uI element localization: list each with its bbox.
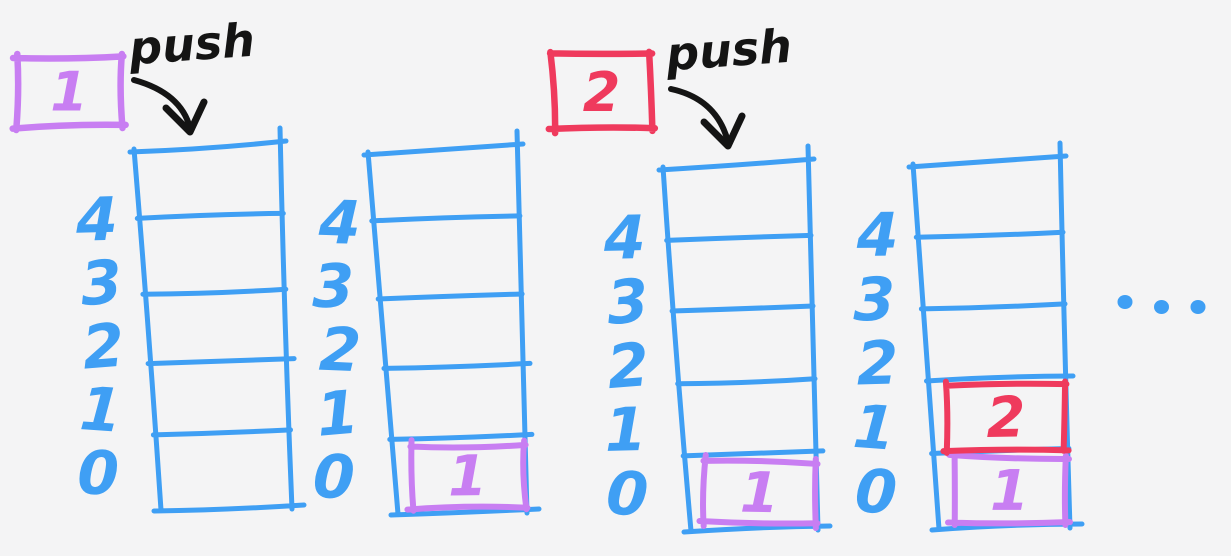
stack-row-dividers xyxy=(913,229,1076,456)
push-arrow xyxy=(131,77,193,131)
index-label: 1 xyxy=(78,374,124,447)
push-label: push xyxy=(663,19,793,82)
push-value-box xyxy=(9,50,129,134)
item-box xyxy=(940,378,1072,456)
index-label: 0 xyxy=(853,456,899,528)
stack-row-dividers xyxy=(369,213,535,442)
index-label: 4 xyxy=(317,188,362,259)
stack-outline xyxy=(906,140,1085,533)
ellipsis-dot xyxy=(1117,295,1133,309)
push-annotation-2: 2 push xyxy=(545,19,794,150)
push-arrow xyxy=(668,86,731,145)
stack-item: 1 xyxy=(696,452,821,532)
item-box xyxy=(696,452,821,532)
index-label: 2 xyxy=(605,330,652,403)
index-label: 0 xyxy=(604,458,650,530)
index-label: 2 xyxy=(318,315,363,387)
push-value: 2 xyxy=(583,61,621,124)
index-label: 3 xyxy=(853,265,895,335)
index-label: 4 xyxy=(855,200,898,270)
stack-outline xyxy=(127,125,307,514)
item-value: 1 xyxy=(448,444,488,510)
push-value-box xyxy=(545,48,659,137)
item-box xyxy=(404,437,531,514)
stack-outline xyxy=(361,128,542,518)
stack-item: 1 xyxy=(945,450,1074,529)
push-label: push xyxy=(126,13,256,76)
index-label: 1 xyxy=(314,378,362,451)
stack-item: 1 xyxy=(404,437,531,514)
item-value: 2 xyxy=(986,385,1026,451)
stack-row-dividers xyxy=(134,210,297,438)
stack-row-dividers xyxy=(664,232,826,459)
index-label: 4 xyxy=(74,185,118,256)
item-box xyxy=(945,450,1074,529)
index-label: 2 xyxy=(80,311,127,384)
push-value: 1 xyxy=(50,61,88,124)
index-label: 1 xyxy=(851,392,898,465)
index-label: 3 xyxy=(78,247,125,320)
item-value: 1 xyxy=(739,461,779,527)
ellipsis-dot xyxy=(1190,300,1206,314)
stack-outline xyxy=(656,143,833,535)
index-label: 4 xyxy=(602,203,646,274)
arrowhead-icon xyxy=(162,98,208,136)
ellipsis xyxy=(1117,295,1206,314)
arrowhead-icon xyxy=(700,112,746,150)
push-annotation-1: 1 push xyxy=(9,13,257,136)
index-label: 3 xyxy=(604,266,651,339)
item-value: 1 xyxy=(990,459,1029,524)
index-label: 0 xyxy=(312,442,356,513)
stack-item: 2 xyxy=(940,378,1072,456)
ellipsis-dot xyxy=(1154,300,1169,314)
index-label: 3 xyxy=(312,252,354,322)
index-label: 1 xyxy=(604,395,647,466)
index-label: 2 xyxy=(856,328,900,399)
index-label: 0 xyxy=(77,439,119,509)
